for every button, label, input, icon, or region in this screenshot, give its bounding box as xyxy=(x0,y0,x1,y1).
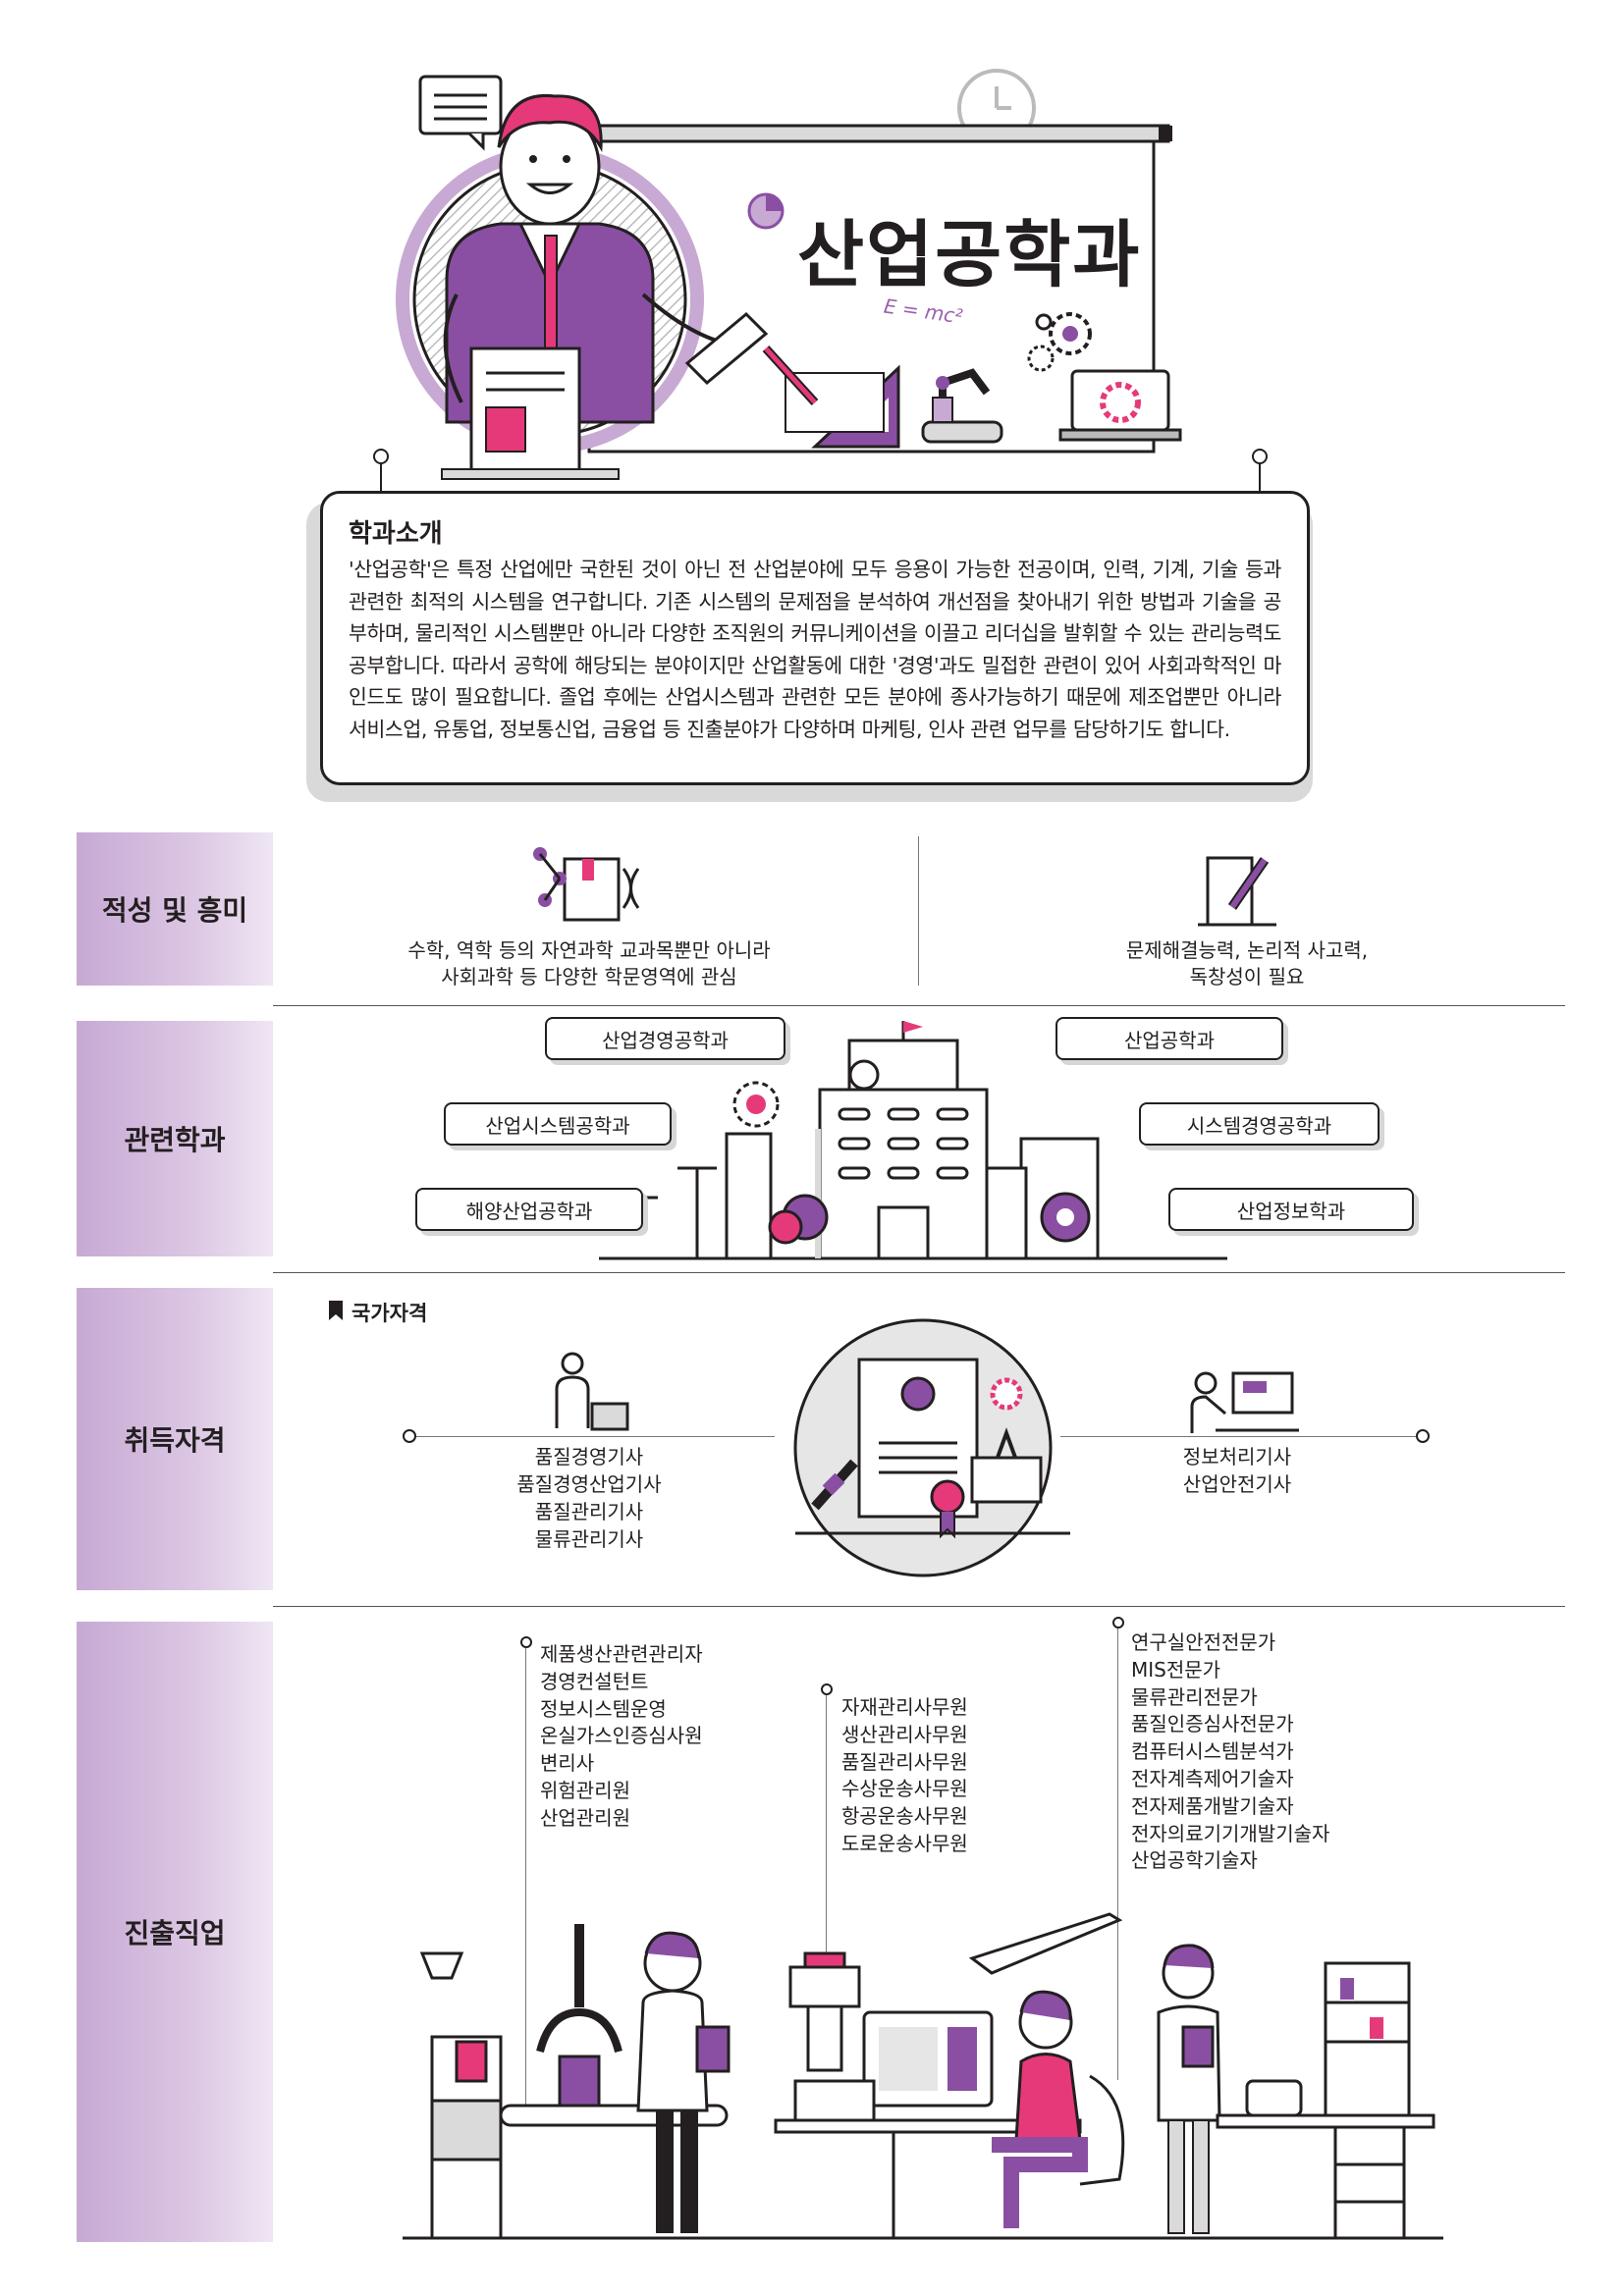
operator-figure xyxy=(992,1990,1125,2228)
certificate-illustration xyxy=(793,1318,1070,1577)
intro-body: '산업공학'은 특정 산업에만 국한된 것이 아닌 전 산업분야에 모두 응용이… xyxy=(349,558,1281,741)
related-tag-right-1: 산업공학과 xyxy=(1056,1017,1283,1060)
aptitude-right-text: 문제해결능력, 논리적 사고력, 독창성이 필요 xyxy=(1060,937,1434,990)
aptitude-right-line2: 독창성이 필요 xyxy=(1189,965,1305,988)
control-tower-icon xyxy=(788,1951,861,2072)
qualification-item: 물류관리기사 xyxy=(534,1527,644,1551)
career-item: 항공운송사무원 xyxy=(841,1804,968,1829)
connector-dot-left xyxy=(403,1429,416,1443)
worker-box-icon xyxy=(555,1352,629,1431)
career-item: MIS전문가 xyxy=(1131,1657,1221,1682)
qualification-item: 산업안전기사 xyxy=(1182,1472,1292,1496)
aptitude-left-line2: 사회과학 등 다양한 학문영역에 관심 xyxy=(441,965,737,988)
page-title: 산업공학과 xyxy=(797,213,1142,297)
speech-bubble-icon xyxy=(418,75,503,151)
related-tag-right-2: 시스템경영공학과 xyxy=(1139,1102,1380,1146)
career-list-2: 자재관리사무원 생산관리사무원 품질관리사무원 수상운송사무원 항공운송사무원 … xyxy=(841,1694,968,1858)
qualification-item: 품질경영기사 xyxy=(534,1445,644,1468)
career-item: 생산관리사무원 xyxy=(841,1722,968,1746)
section-divider xyxy=(273,1606,1565,1607)
career-line-2 xyxy=(826,1695,827,1970)
career-list-3: 연구실안전전문가 MIS전문가 물류관리전문가 품질인증심사전문가 컴퓨터시스템… xyxy=(1131,1629,1329,1875)
career-line-3 xyxy=(1117,1629,1118,2080)
related-tag-right-3: 산업정보학과 xyxy=(1168,1188,1414,1231)
connector-line-left xyxy=(416,1436,775,1437)
careers-illustration xyxy=(403,1912,1443,2240)
scientist-figure xyxy=(1157,1944,1221,2234)
ruler-pencil-icon xyxy=(762,345,900,449)
pen-paper-icon xyxy=(1198,856,1276,927)
qualification-list-left: 품질경영기사 품질경영산업기사 품질관리기사 물류관리기사 xyxy=(471,1443,707,1553)
qualification-list-right: 정보처리기사 산업안전기사 xyxy=(1129,1443,1345,1498)
career-item: 자재관리사무원 xyxy=(841,1695,968,1719)
career-item: 변리사 xyxy=(540,1751,595,1776)
section-label-careers: 진출직업 xyxy=(77,1622,273,2242)
aptitude-left-text: 수학, 역학 등의 자연과학 교과목뿐만 아니라 사회과학 등 다양한 학문영역… xyxy=(353,937,825,990)
career-item: 연구실안전전문가 xyxy=(1131,1630,1276,1654)
career-item: 경영컨설턴트 xyxy=(540,1669,649,1693)
section-label-aptitude: 적성 및 흥미 xyxy=(77,832,273,986)
aptitude-divider xyxy=(918,836,919,986)
intro-box: 학과소개 '산업공학'은 특정 산업에만 국한된 것이 아닌 전 산업분야에 모… xyxy=(320,491,1310,785)
career-item: 품질관리사무원 xyxy=(841,1749,968,1774)
engineer-figure xyxy=(636,1931,731,2233)
qualification-category: 국가자격 xyxy=(352,1302,428,1325)
intro-heading: 학과소개 xyxy=(349,519,443,549)
career-dot-3 xyxy=(1112,1617,1124,1629)
career-line-1 xyxy=(525,1648,526,2114)
aptitude-left-line1: 수학, 역학 등의 자연과학 교과목뿐만 아니라 xyxy=(407,938,771,962)
career-item: 전자제품개발기술자 xyxy=(1131,1793,1294,1818)
career-item: 수상운송사무원 xyxy=(841,1777,968,1801)
career-item: 품질인증심사전문가 xyxy=(1131,1712,1294,1736)
career-list-1: 제품생산관련관리자 경영컨설턴트 정보시스템운영 온실가스인증심사원 변리사 위… xyxy=(540,1641,703,1833)
career-item: 정보시스템운영 xyxy=(540,1696,667,1721)
section-divider xyxy=(273,1272,1565,1273)
related-tag-left-2: 산업시스템공학과 xyxy=(444,1102,672,1146)
career-item: 전자계측제어기술자 xyxy=(1131,1766,1294,1790)
section-divider xyxy=(273,1005,1565,1006)
career-item: 컴퓨터시스템분석가 xyxy=(1131,1739,1294,1764)
qualification-item: 품질관리기사 xyxy=(534,1500,644,1523)
connector-dot-right xyxy=(1416,1429,1430,1443)
related-tag-left-3: 해양산업공학과 xyxy=(415,1188,643,1231)
career-dot-1 xyxy=(520,1636,532,1648)
robot-arm-icon xyxy=(921,368,1003,444)
bookmark-icon xyxy=(329,1301,343,1320)
connector-line-right xyxy=(1060,1436,1416,1437)
related-tag-left-1: 산업경영공학과 xyxy=(545,1017,785,1060)
career-item: 위험관리원 xyxy=(540,1778,630,1802)
computer-user-icon xyxy=(1190,1371,1299,1433)
qualification-item: 품질경영산업기사 xyxy=(516,1472,662,1496)
qualification-item: 정보처리기사 xyxy=(1182,1445,1292,1468)
career-item: 물류관리전문가 xyxy=(1131,1684,1258,1709)
career-dot-2 xyxy=(821,1683,833,1695)
career-item: 도로운송사무원 xyxy=(841,1831,968,1855)
career-item: 산업관리원 xyxy=(540,1805,630,1830)
airplane-icon xyxy=(968,1912,1123,1975)
dna-book-icon xyxy=(533,847,640,922)
career-item: 산업공학기술자 xyxy=(1131,1848,1258,1873)
career-item: 전자의료기기개발기술자 xyxy=(1131,1821,1330,1845)
section-label-related: 관련학과 xyxy=(77,1021,273,1256)
career-item: 온실가스인증심사원 xyxy=(540,1724,703,1748)
career-item: 제품생산관련관리자 xyxy=(540,1642,703,1666)
campus-building-illustration xyxy=(599,1021,1227,1260)
document-icon xyxy=(441,347,620,480)
gear-icon xyxy=(1027,312,1092,372)
aptitude-right-line1: 문제해결능력, 논리적 사고력, xyxy=(1125,938,1369,962)
pie-chart-icon xyxy=(747,192,785,230)
header-illustration xyxy=(373,69,1268,491)
laptop-icon xyxy=(1058,369,1182,442)
section-label-qualification: 취득자격 xyxy=(77,1288,273,1590)
